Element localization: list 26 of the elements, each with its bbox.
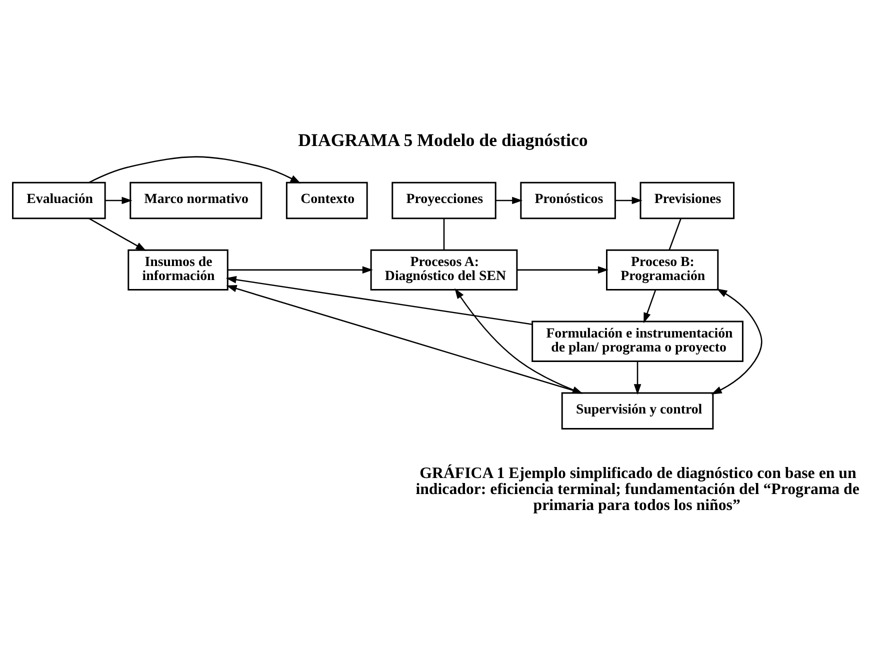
node-box: Insumos de información bbox=[128, 248, 228, 290]
arrow bbox=[88, 217, 146, 250]
node-box: Supervisión y control bbox=[561, 392, 714, 429]
node-box: Proyecciones bbox=[392, 181, 496, 219]
connector bbox=[668, 218, 682, 250]
arrow bbox=[517, 266, 608, 274]
node-box: Marco normativo bbox=[130, 181, 262, 219]
arrow bbox=[634, 361, 642, 394]
arrow bbox=[88, 156, 301, 183]
arrow bbox=[228, 266, 373, 274]
arrow bbox=[226, 276, 532, 325]
caption: GRÁFICA 1 Ejemplo simplificado de diagnóstico con base en un indicador: eficiencia terminal; fundamentación del “Programa de primaria para todos los niños” bbox=[416, 464, 860, 514]
arrow bbox=[616, 196, 642, 204]
node-box: Formulación e instrumentación de plan/ programa o proyecto bbox=[532, 320, 744, 362]
node-box: Procesos A: Diagnóstico del SEN bbox=[370, 248, 518, 290]
arrow bbox=[496, 196, 523, 204]
node-box: Proceso B: Programación bbox=[606, 248, 719, 290]
node-box: Evaluación bbox=[12, 181, 106, 219]
node-box: Pronósticos bbox=[520, 181, 616, 219]
node-box: Previsiones bbox=[640, 181, 735, 219]
connector bbox=[443, 218, 445, 250]
diagram-title: DIAGRAMA 5 Modelo de diagnóstico bbox=[298, 130, 588, 150]
node-box: Contexto bbox=[286, 181, 368, 219]
arrow bbox=[711, 288, 762, 394]
arrow bbox=[105, 196, 132, 204]
arrow bbox=[644, 289, 656, 323]
